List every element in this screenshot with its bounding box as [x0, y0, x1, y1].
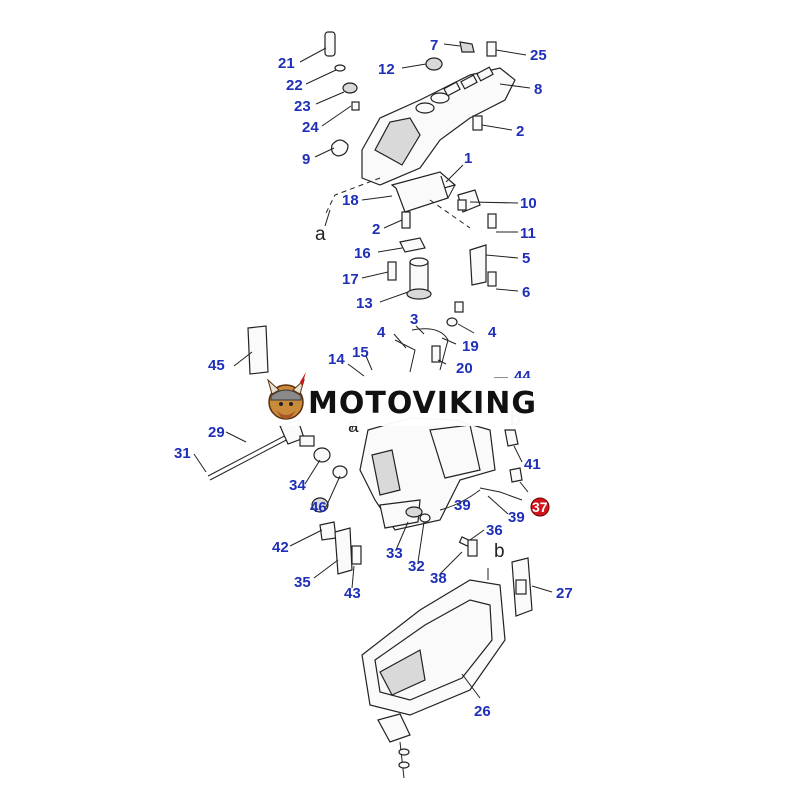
callout-label: 7 [430, 37, 438, 54]
callout-label: 38 [430, 570, 447, 587]
callout-label: 5 [522, 250, 530, 267]
callout-label: 6 [522, 284, 530, 301]
highlighted-callout-badge: 37 [530, 497, 550, 517]
callout-label: 22 [286, 77, 303, 94]
side-cover [511, 557, 553, 617]
callout-label: 27 [556, 585, 573, 602]
callout-label: 2 [372, 221, 380, 238]
callout-label: 14 [328, 351, 345, 368]
callout-label: 34 [289, 477, 306, 494]
watermark-banner: MOTOVIKING [262, 372, 544, 426]
callout-label: 39 [508, 509, 525, 526]
callout-label: 46 [310, 499, 327, 516]
mid-bracket-assembly [324, 171, 497, 313]
callout-label: 4 [377, 324, 386, 341]
callout-labels: 21 22 23 24 9 7 12 25 8 2 1 18 10 2 11 a… [174, 37, 573, 720]
lower-housing [361, 568, 506, 779]
callout-label: 20 [456, 360, 473, 377]
callout-label: 18 [342, 192, 359, 209]
callout-label: 3 [410, 311, 418, 328]
callout-label: 43 [344, 585, 361, 602]
callout-label: 19 [462, 338, 479, 355]
lever-cable-area [233, 317, 508, 379]
callout-label: 15 [352, 344, 369, 361]
callout-label: 9 [302, 151, 310, 168]
small-parts-top [324, 31, 497, 157]
callout-label: 29 [208, 424, 225, 441]
leader-lines-mid [361, 164, 519, 303]
callout-label: 4 [488, 324, 497, 341]
callout-label: 17 [342, 271, 359, 288]
callout-label: 2 [516, 123, 524, 140]
callout-label: 10 [520, 195, 537, 212]
callout-label: 26 [474, 703, 491, 720]
callout-label: 39 [454, 497, 471, 514]
callout-label: 42 [272, 539, 289, 556]
callout-label: 21 [278, 55, 295, 72]
main-housing [359, 417, 496, 531]
section-label: a [348, 416, 359, 437]
section-label: b [494, 541, 505, 562]
leader-lines-top [299, 43, 531, 158]
upper-console-cover [361, 66, 516, 186]
callout-label: 24 [302, 119, 319, 136]
callout-label: 33 [386, 545, 403, 562]
callout-label: 31 [174, 445, 191, 462]
callout-label: 16 [354, 245, 371, 262]
leader-lines-lower [193, 431, 529, 589]
highlighted-callout-label: 37 [532, 499, 548, 515]
section-label: a [315, 224, 326, 245]
watermark-text: MOTOVIKING [308, 386, 537, 421]
callout-label: 35 [294, 574, 311, 591]
viking-mascot-icon [267, 372, 306, 420]
callout-label: 32 [408, 558, 425, 575]
callout-label: 11 [520, 225, 536, 242]
callout-label: 23 [294, 98, 311, 115]
callout-label: 45 [208, 357, 225, 374]
callout-label: 1 [464, 150, 472, 167]
callout-label: 8 [534, 81, 542, 98]
callout-label: 41 [524, 456, 541, 473]
callout-label: 12 [378, 61, 395, 78]
callout-label: 25 [530, 47, 547, 64]
callout-label: 36 [486, 522, 503, 539]
callout-label: 13 [356, 295, 373, 312]
